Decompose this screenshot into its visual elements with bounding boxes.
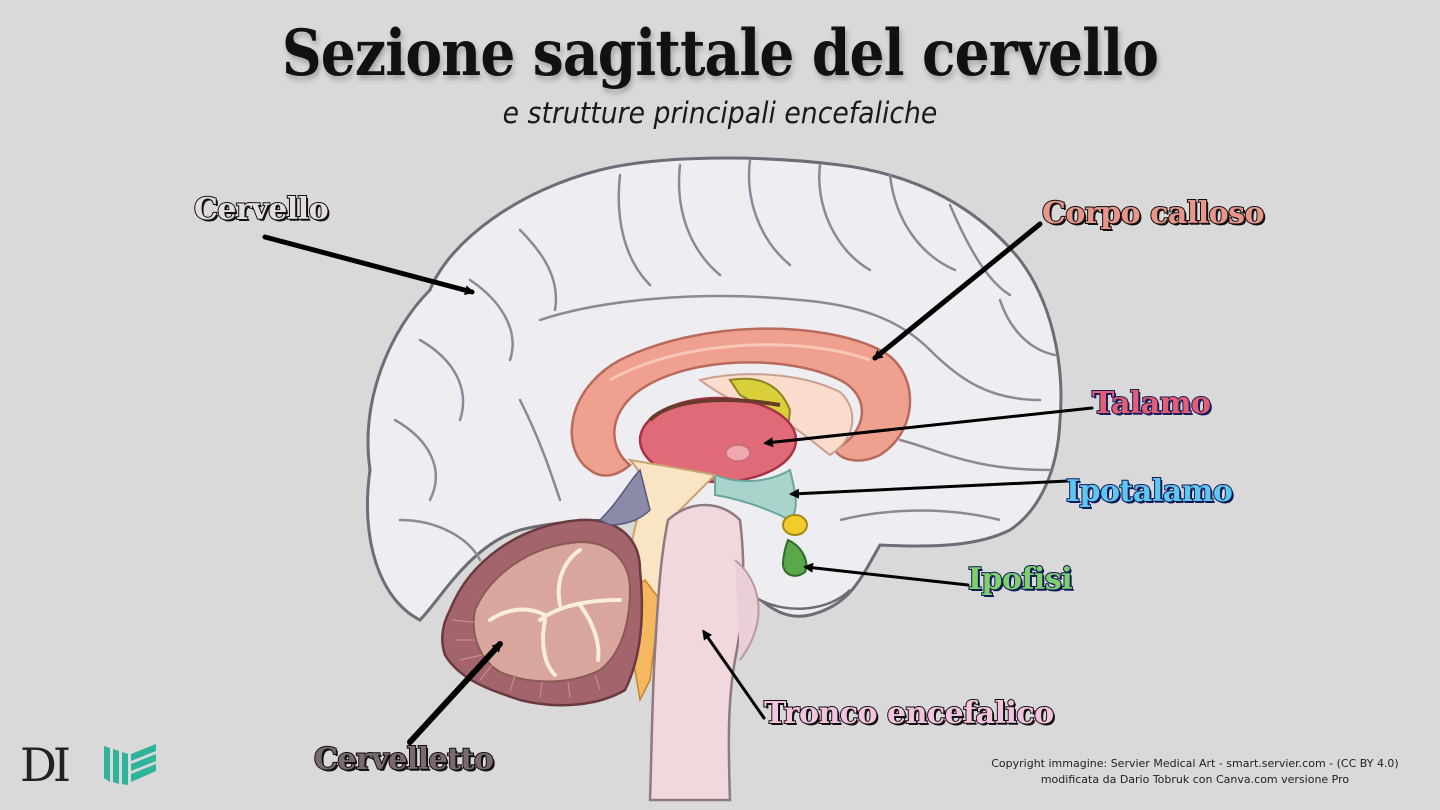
label-corpo-calloso: Corpo calloso xyxy=(1041,195,1266,232)
label-ipotalamo: Ipotalamo xyxy=(1065,473,1234,510)
hypothalamus xyxy=(714,468,797,522)
brainstem xyxy=(648,503,745,802)
page-subtitle: e strutture principali encefaliche xyxy=(502,96,938,130)
credit-line-1: Copyright immagine: Servier Medical Art … xyxy=(991,757,1399,770)
label-cervelletto: Cervelletto xyxy=(313,741,495,778)
label-talamo: Talamo xyxy=(1091,385,1212,422)
book-stripes-icon xyxy=(104,744,156,785)
corpus-callosum xyxy=(570,327,912,477)
image-credit: Copyright immagine: Servier Medical Art … xyxy=(990,756,1400,788)
credit-line-2: modificata da Dario Tobruk con Canva.com… xyxy=(1040,773,1350,786)
label-ipofisi: Ipofisi xyxy=(967,561,1074,598)
label-tronco-encefalico: Tronco encefalico xyxy=(763,695,1055,732)
pituitary xyxy=(781,538,808,577)
label-cervello: Cervello xyxy=(193,191,330,228)
page-title: Sezione sagittale del cervello xyxy=(281,16,1159,91)
logo-dt: DI xyxy=(20,738,71,792)
cerebellum xyxy=(441,518,644,707)
